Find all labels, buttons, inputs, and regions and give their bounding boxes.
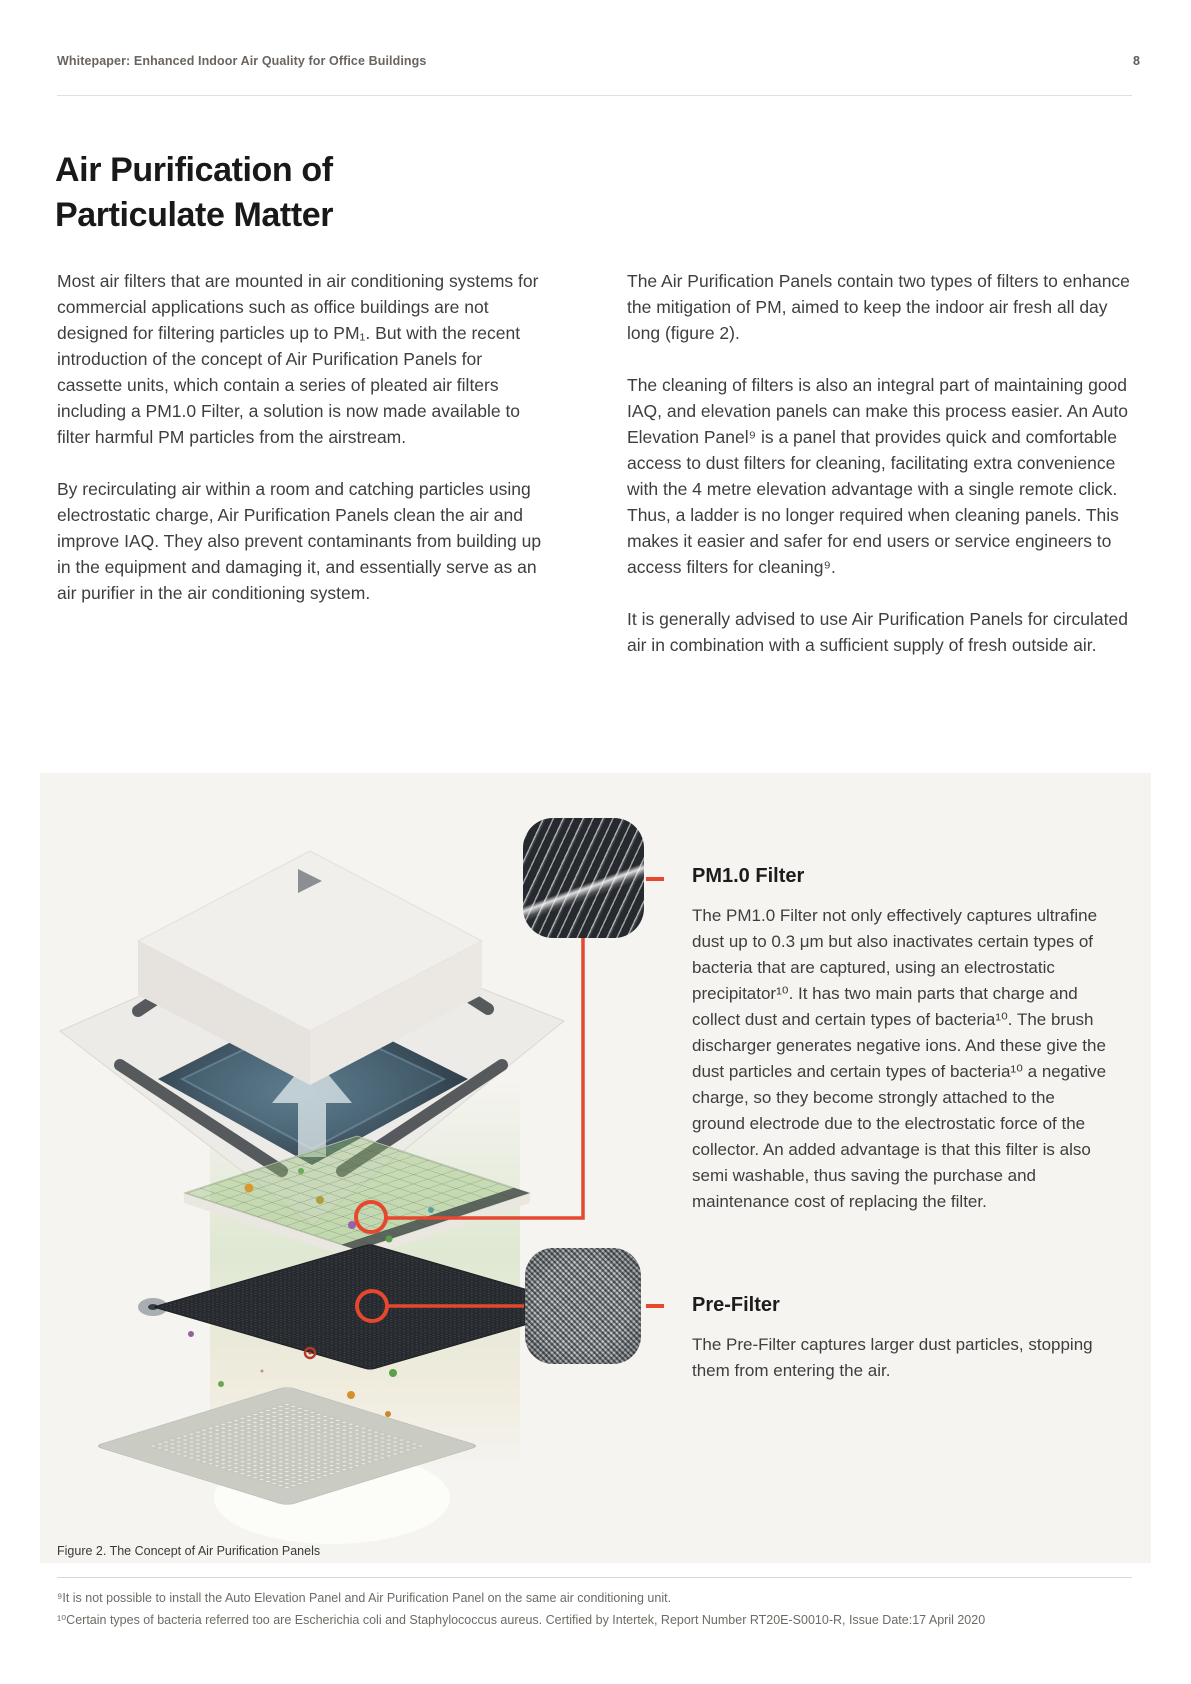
- pm-filter-texture-swatch: [523, 818, 644, 938]
- air-vents: [114, 939, 508, 1177]
- footnote-divider: [57, 1577, 1132, 1578]
- paragraph: It is generally advised to use Air Purif…: [627, 609, 1128, 655]
- paragraph: The cleaning of filters is also an integ…: [627, 375, 1128, 577]
- header-divider: [57, 95, 1132, 96]
- paragraph: Most air filters that are mounted in air…: [57, 271, 539, 447]
- pm-filter-heading: PM1.0 Filter: [692, 865, 805, 887]
- figure-caption: Figure 2. The Concept of Air Purificatio…: [57, 1544, 321, 1558]
- airflow-arrow-icon: [272, 1055, 352, 1157]
- footnotes: ⁹It is not possible to install the Auto …: [57, 1588, 1132, 1631]
- captured-particles: [244, 1168, 434, 1259]
- body-column-left: Most air filters that are mounted in air…: [57, 268, 551, 632]
- unit-logo-mark: [298, 869, 322, 893]
- filter-opening: [158, 1001, 468, 1165]
- page-title: Air Purification of Particulate Matter: [55, 148, 334, 238]
- airflow-glow: [210, 1073, 520, 1473]
- pre-filter-texture-swatch: [525, 1248, 641, 1364]
- header-doc-label: Whitepaper: Enhanced Indoor Air Quality …: [57, 54, 427, 68]
- pre-filter-heading: Pre-Filter: [692, 1294, 780, 1316]
- dust-particles: [188, 1331, 397, 1437]
- pm-filter-description: The PM1.0 Filter not only effectively ca…: [692, 906, 1107, 1211]
- paragraph: By recirculating air within a room and c…: [57, 479, 542, 603]
- page-title-line1: Air Purification of: [55, 151, 333, 189]
- footnote-9: ⁹It is not possible to install the Auto …: [57, 1591, 672, 1605]
- pm-filter-layer: [183, 1135, 531, 1260]
- decorative-panel-layer: [98, 1387, 476, 1544]
- cassette-unit: [59, 850, 565, 1226]
- page-title-line2: Particulate Matter: [55, 196, 334, 234]
- pre-filter-description: The Pre-Filter captures larger dust part…: [692, 1335, 1093, 1380]
- paragraph: The Air Purification Panels contain two …: [627, 271, 1130, 343]
- body-column-right: The Air Purification Panels contain two …: [627, 268, 1133, 684]
- footnote-10: ¹⁰Certain types of bacteria referred too…: [57, 1612, 986, 1627]
- page-number: 8: [1133, 54, 1140, 68]
